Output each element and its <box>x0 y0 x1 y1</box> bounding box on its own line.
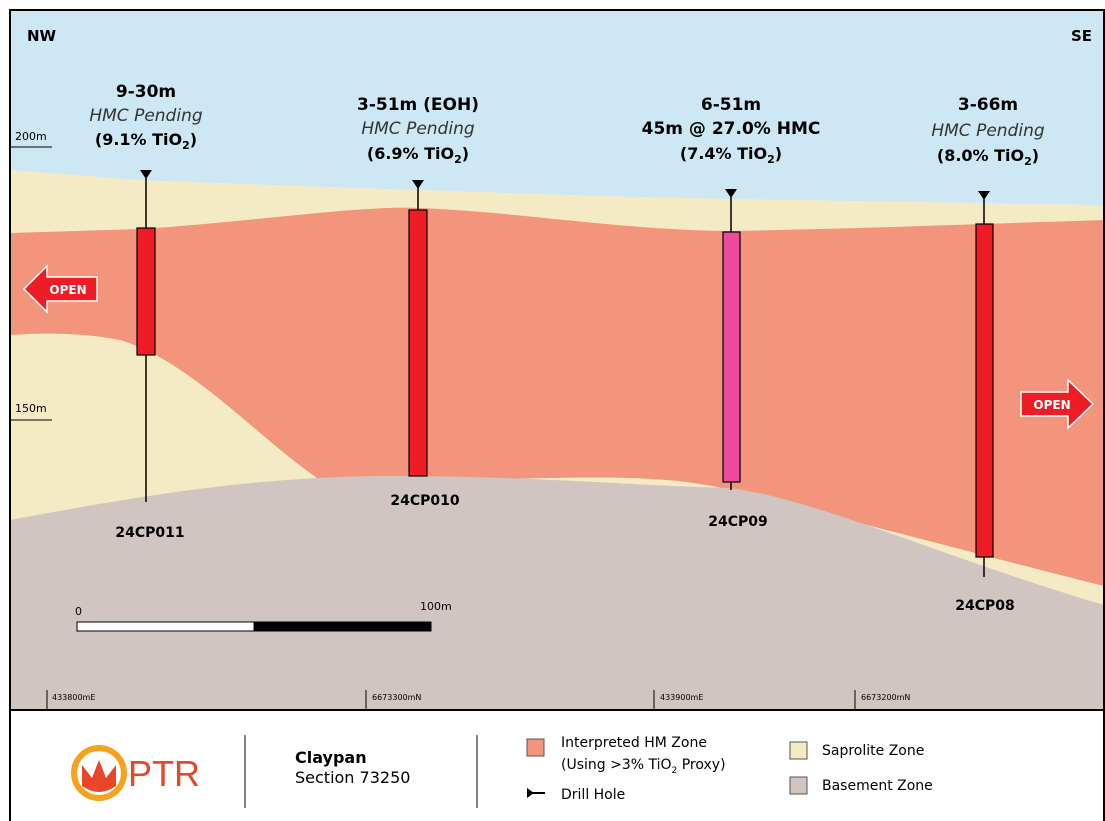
legend-basement: Basement Zone <box>822 778 933 794</box>
ptr-logo: PTR <box>71 745 200 801</box>
elevation-label-150: 150m <box>15 402 47 415</box>
coord-label: 6673300mN <box>372 693 421 702</box>
coord-label: 433800mE <box>52 693 95 702</box>
scale-end: 100m <box>420 600 452 613</box>
drill-hole-24CP011: 9-30m HMC Pending (9.1% TiO2) 24CP011 <box>89 82 202 541</box>
open-right-label: OPEN <box>1033 398 1070 412</box>
scale-start: 0 <box>75 605 82 618</box>
title-block: PTR Claypan Section 73250 Interpreted HM… <box>71 735 933 808</box>
hole-id: 24CP010 <box>390 493 460 509</box>
elevation-label-200: 200m <box>15 130 47 143</box>
hole-interval: 6-51m <box>701 95 761 115</box>
hole-id: 24CP08 <box>955 598 1015 614</box>
intercept-bar <box>136 227 156 356</box>
collar-marker-icon <box>725 189 737 198</box>
legend-swatch-basement <box>789 776 808 795</box>
drill-hole-24CP010: 3-51m (EOH) HMC Pending (6.9% TiO2) 24CP… <box>357 95 479 509</box>
drill-hole-24CP08: 3-66m HMC Pending (8.0% TiO2) 24CP08 <box>931 95 1044 614</box>
arrow-left-icon <box>22 264 98 314</box>
hole-tio2: (6.9% TiO2) <box>367 144 469 166</box>
intercept-bar <box>722 231 741 483</box>
legend-saprolite: Saprolite Zone <box>822 743 924 759</box>
logo-text: PTR <box>128 753 200 794</box>
scale-bar-black <box>253 621 432 632</box>
open-arrow-left: OPEN <box>22 264 98 314</box>
section-number: Section 73250 <box>295 768 410 787</box>
legend-hm-line2: (Using >3% TiO2 Proxy) <box>561 757 726 776</box>
section-name: Claypan <box>295 748 367 767</box>
drill-hole-24CP09: 6-51m 45m @ 27.0% HMC (7.4% TiO2) 24CP09 <box>642 95 821 530</box>
hole-result: HMC Pending <box>361 119 474 139</box>
hole-result: HMC Pending <box>931 121 1044 141</box>
hole-tio2: (9.1% TiO2) <box>95 130 197 152</box>
coordinate-axis: 433800mE 6673300mN 433900mE 6673200mN <box>46 690 910 710</box>
legend-drill-hole-symbol <box>527 788 545 798</box>
hole-result: HMC Pending <box>89 106 202 126</box>
hole-result: 45m @ 27.0% HMC <box>642 119 821 139</box>
open-left-label: OPEN <box>49 283 86 297</box>
hm-zone <box>10 207 1104 587</box>
hole-interval: 3-66m <box>958 95 1018 115</box>
hole-id: 24CP011 <box>115 525 184 541</box>
scale-bar: 0 100m <box>75 600 452 632</box>
collar-marker-icon <box>978 191 990 200</box>
hole-interval: 3-51m (EOH) <box>357 95 479 115</box>
coord-label: 433900mE <box>660 693 703 702</box>
hole-tio2: (8.0% TiO2) <box>937 146 1039 168</box>
legend-hm-line1: Interpreted HM Zone <box>561 735 707 751</box>
legend-drill-hole: Drill Hole <box>561 787 625 803</box>
legend-swatch-saprolite <box>789 741 808 760</box>
collar-marker-icon <box>140 170 152 179</box>
collar-marker-icon <box>412 180 424 189</box>
legend-swatch-hm <box>526 738 545 757</box>
figure-frame <box>9 9 1105 711</box>
basement-zone <box>10 475 1104 710</box>
hole-tio2: (7.4% TiO2) <box>680 144 782 166</box>
intercept-bar <box>975 223 994 558</box>
coord-label: 6673200mN <box>861 693 910 702</box>
scale-bar-white <box>76 621 255 632</box>
orientation-se: SE <box>1071 27 1092 45</box>
open-arrow-right: OPEN <box>1020 378 1095 430</box>
drill-hole-marker-icon <box>527 788 534 798</box>
logo-drop-icon <box>82 760 116 792</box>
hole-interval: 9-30m <box>116 82 176 102</box>
intercept-bar <box>408 209 428 477</box>
arrow-right-icon <box>1020 378 1095 430</box>
orientation-nw: NW <box>27 27 57 45</box>
hole-id: 24CP09 <box>708 514 768 530</box>
